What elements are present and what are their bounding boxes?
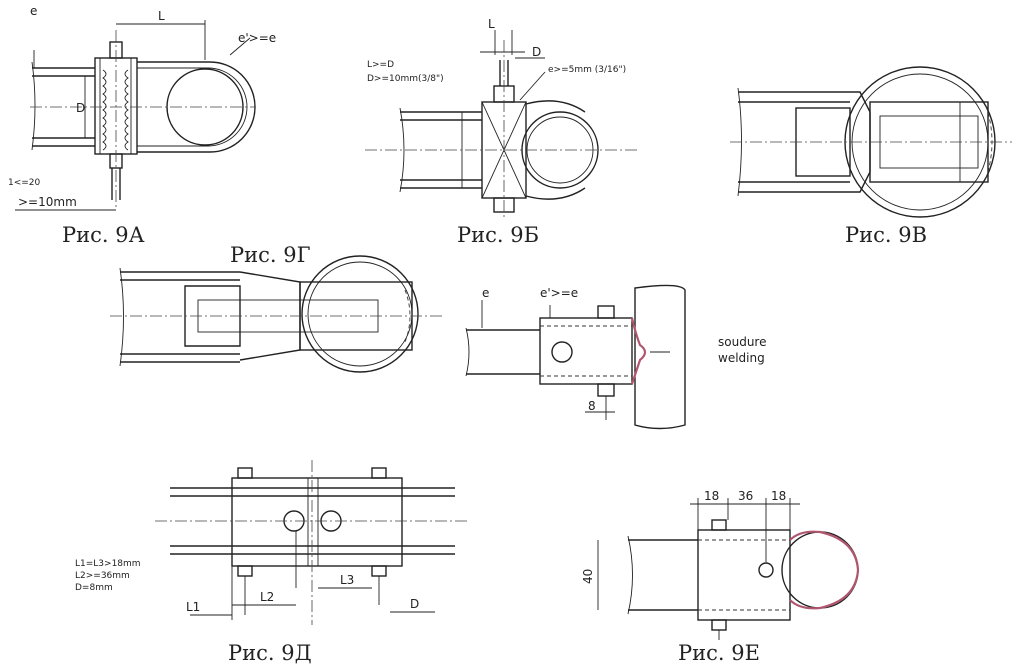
fig9d-label-L3: L3 [340, 573, 354, 587]
fig9e-label-36: 36 [738, 489, 753, 503]
fig9e-label-18-right: 18 [771, 489, 786, 503]
weld-label-e: e [482, 286, 489, 300]
figure-9d: L1=L3>18mm L2>=36mm D=8mm L1 L2 L3 D Рис… [75, 460, 470, 665]
fig9d-caption: Рис. 9Д [228, 641, 312, 665]
weld-label-8: 8 [588, 399, 596, 413]
figure-9g: Рис. 9Г [110, 243, 445, 373]
fig9d-label-L1: L1 [186, 600, 200, 614]
fig9d-label-D: D [410, 597, 419, 611]
fig9a-label-e-prime: e'>=e [238, 31, 276, 45]
fig9b-label-D-ge-10mm: D>=10mm(3/8") [367, 74, 444, 84]
fig9d-label-L2: L2 [260, 590, 274, 604]
fig9a-label-D: D [76, 101, 85, 115]
fig9b-label-L-ge-D: L>=D [367, 60, 394, 70]
fig9a-label-L: L [158, 9, 165, 23]
fig9b-label-e-ge-5mm: e>=5mm (3/16") [548, 65, 626, 75]
fig9g-caption: Рис. 9Г [230, 243, 311, 267]
fig9b-caption: Рис. 9Б [457, 223, 539, 247]
fig9b-label-D: D [532, 45, 541, 59]
figure-9e: 18 36 18 40 Рис. 9Е [581, 489, 860, 665]
weld-label-e-prime: e'>=e [540, 286, 578, 300]
fig9d-label-D-eq-8: D=8mm [75, 583, 113, 593]
fig9a-caption: Рис. 9А [62, 223, 145, 247]
figure-9a: e L e'>=e D 1<=20 >=10mm Рис. 9А [8, 4, 276, 247]
fig9e-caption: Рис. 9Е [678, 641, 760, 665]
fig9a-label-e: e [30, 4, 37, 18]
fig9d-label-L1-eq-L3: L1=L3>18mm [75, 559, 141, 569]
figure-9b: L D L>=D D>=10mm(3/8") e>=5mm (3/16") Ри… [365, 17, 640, 247]
fig9a-label-l: 1<=20 [8, 178, 41, 188]
fig9b-label-L: L [488, 17, 495, 31]
fig9v-caption: Рис. 9В [845, 223, 927, 247]
fig9e-label-40: 40 [581, 569, 595, 584]
figure-9v: Рис. 9В [730, 66, 1012, 247]
weld-label-welding: welding [718, 351, 765, 365]
figure-weld: e e'>=e soudure welding 8 [465, 284, 766, 430]
fig9d-label-L2-ge-36: L2>=36mm [75, 571, 130, 581]
weld-label-soudure: soudure [718, 335, 766, 349]
fig9a-label-10mm: >=10mm [18, 195, 77, 209]
fig9e-label-18-left: 18 [704, 489, 719, 503]
